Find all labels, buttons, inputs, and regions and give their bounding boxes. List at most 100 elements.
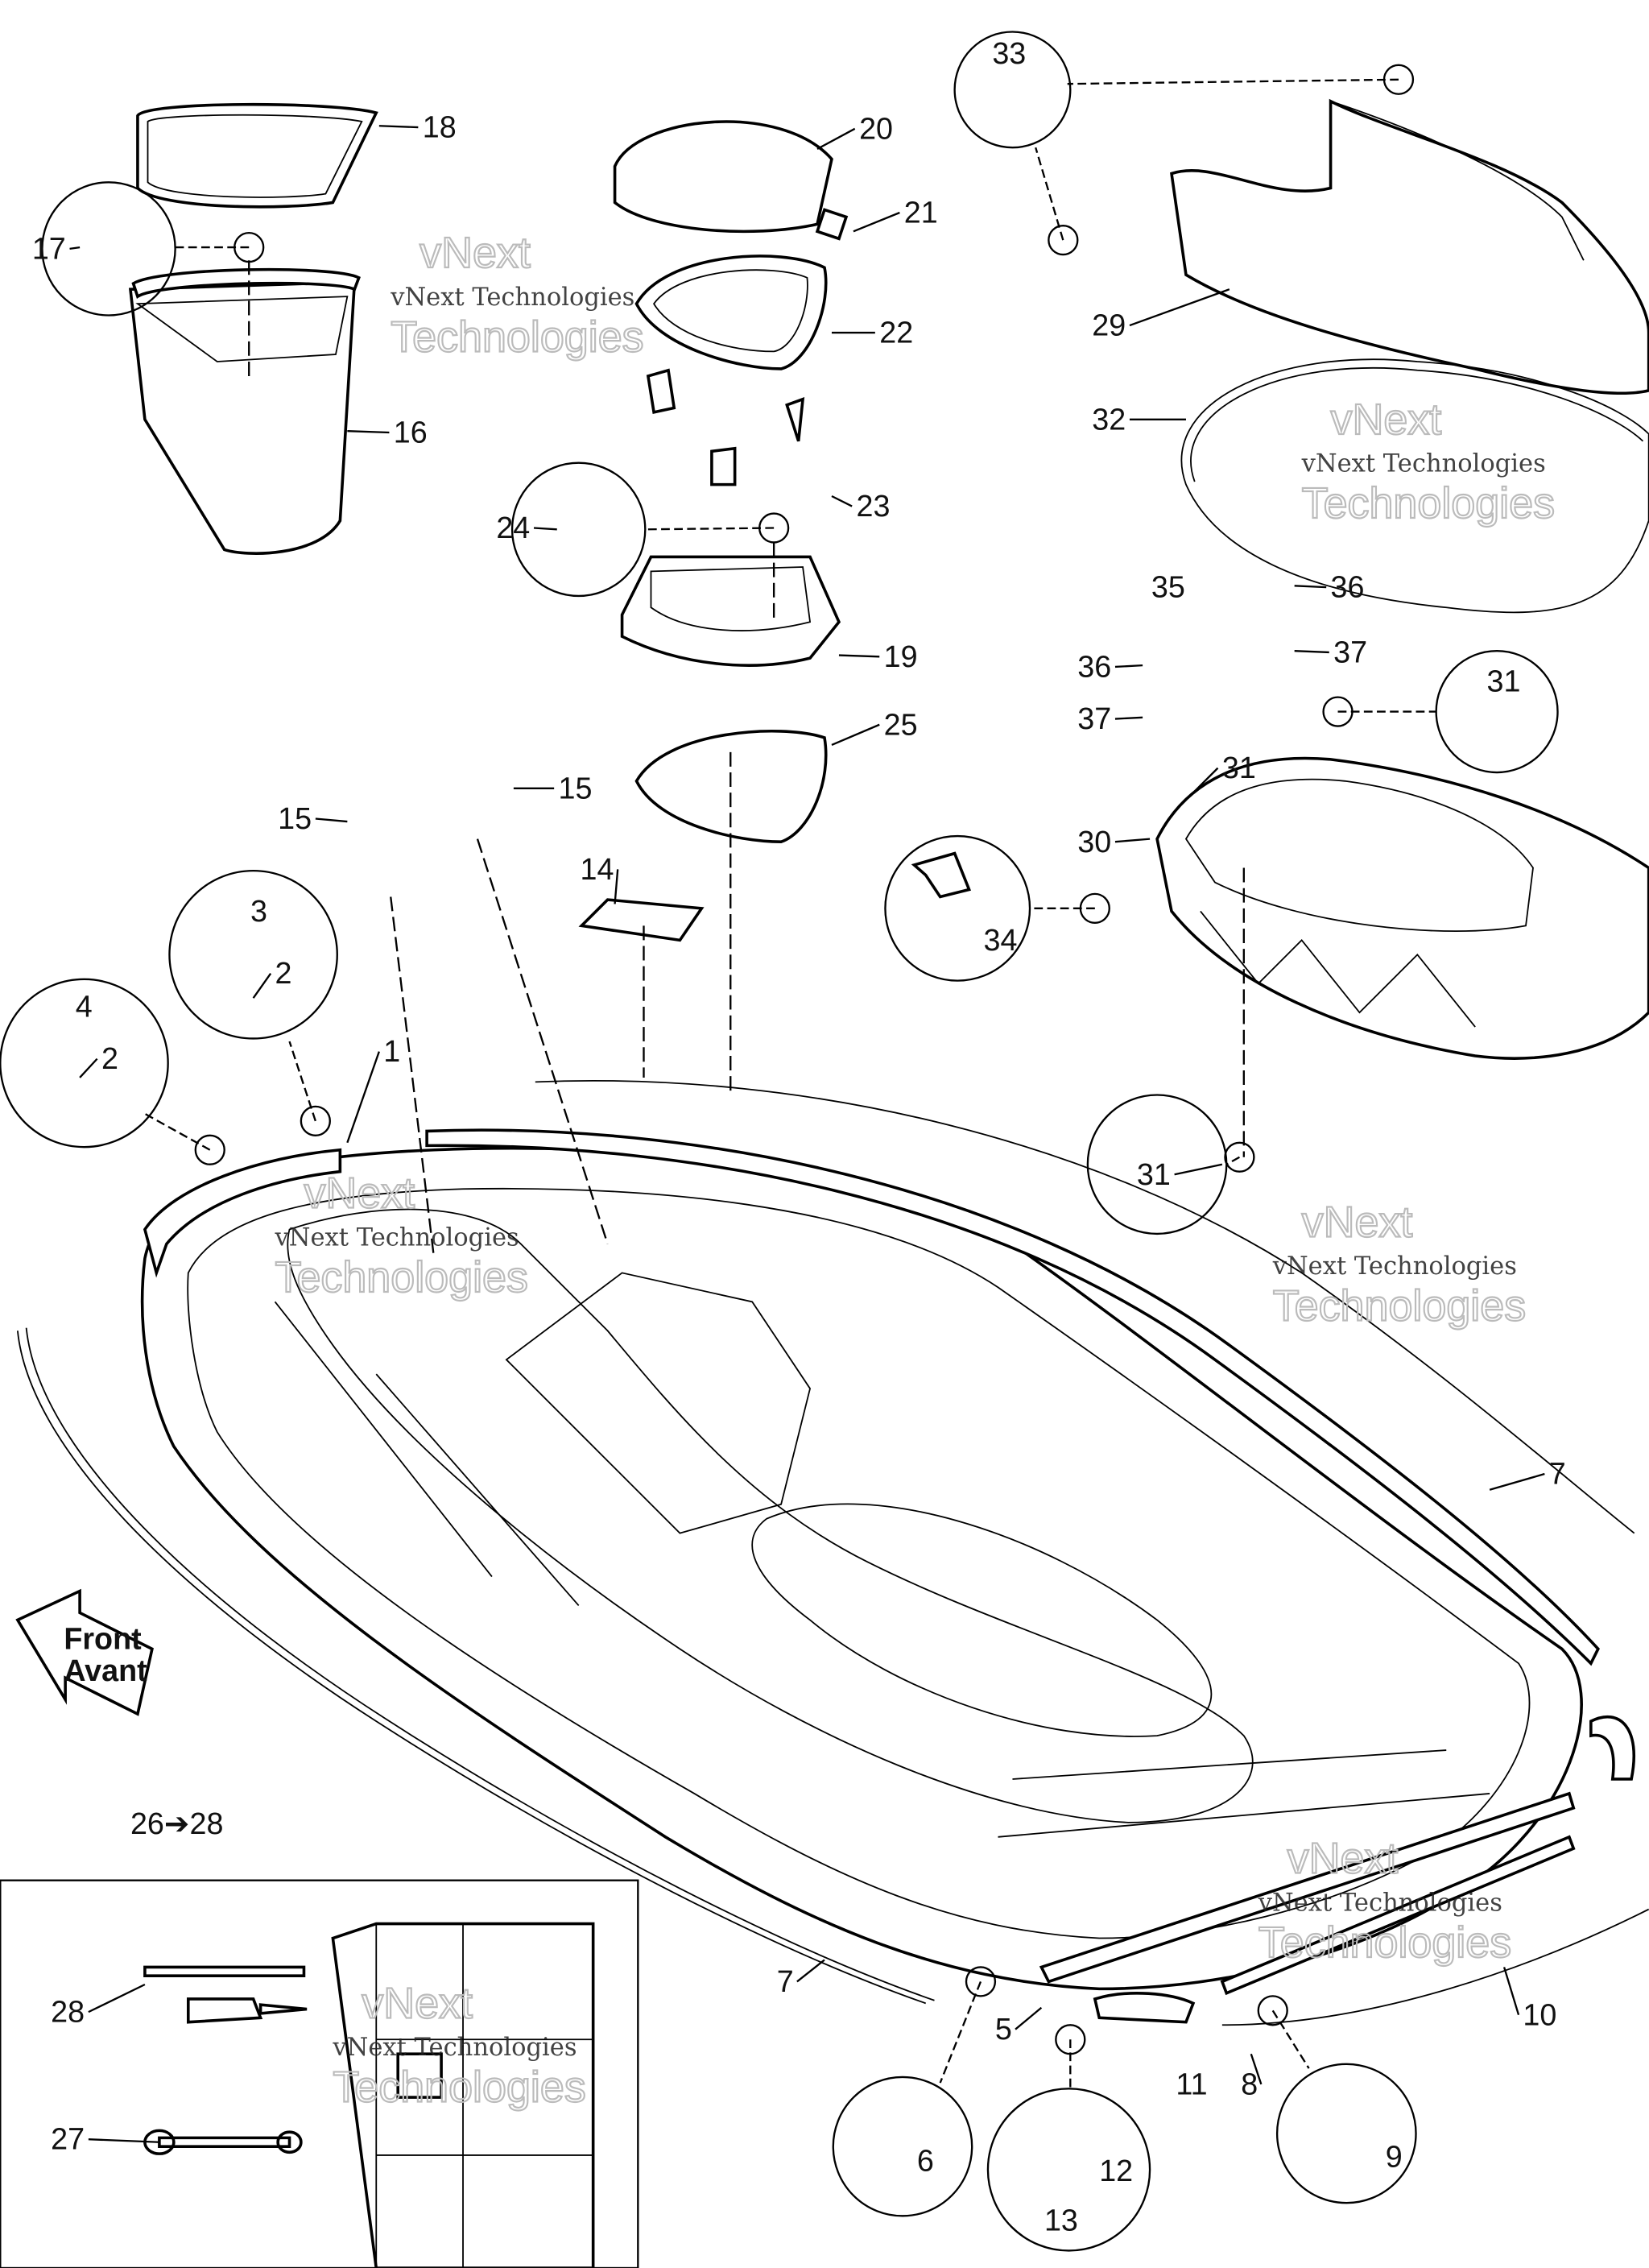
svg-text:vNext: vNext xyxy=(362,1979,473,2027)
callout-36: 36 xyxy=(1331,570,1365,604)
leader-line xyxy=(1035,147,1064,241)
leader-line xyxy=(1129,288,1230,327)
leader-line xyxy=(476,838,609,1244)
callout-36: 36 xyxy=(1077,649,1111,683)
callout-17: 17 xyxy=(32,231,66,265)
front-arrow: Front Avant xyxy=(15,1588,154,1716)
svg-text:vNext Technologies: vNext Technologies xyxy=(332,2034,577,2062)
leader-line xyxy=(831,495,853,507)
leader-line xyxy=(1294,649,1329,654)
target-circle xyxy=(194,1134,225,1165)
callout-14: 14 xyxy=(580,852,614,886)
detail-bubble xyxy=(884,834,1031,982)
leader-line xyxy=(1502,1967,1520,2016)
leader-line xyxy=(1250,2053,1263,2085)
callout-21: 21 xyxy=(904,196,938,230)
callout-31: 31 xyxy=(1487,664,1521,697)
leader-line xyxy=(614,869,619,904)
callout-20: 20 xyxy=(859,111,893,145)
leader-line xyxy=(853,211,900,233)
svg-text:vNext Technologies: vNext Technologies xyxy=(1258,1889,1502,1917)
callout-10: 10 xyxy=(1523,1997,1556,2031)
callout-9: 9 xyxy=(1386,2139,1403,2173)
callout-7: 7 xyxy=(777,1964,794,1998)
leader-line xyxy=(79,1057,98,1078)
leader-line xyxy=(1174,1163,1223,1176)
svg-text:vNext: vNext xyxy=(304,1169,415,1218)
leader-line xyxy=(346,1051,380,1144)
leader-line xyxy=(1225,1156,1240,1165)
detail-bubble xyxy=(0,978,169,1148)
svg-text:vNext Technologies: vNext Technologies xyxy=(390,284,634,312)
hull-body xyxy=(16,1079,1649,2026)
callout-12: 12 xyxy=(1099,2154,1133,2187)
leader-line xyxy=(533,527,557,531)
target-circle xyxy=(1224,1141,1255,1173)
leader-line xyxy=(378,125,419,129)
leader-line xyxy=(88,2138,159,2143)
svg-text:Technologies: Technologies xyxy=(333,2063,585,2111)
callout-33: 33 xyxy=(992,36,1026,70)
callout-7: 7 xyxy=(1549,1457,1566,1491)
callout-31: 31 xyxy=(1222,751,1256,784)
callout-13: 13 xyxy=(1044,2203,1078,2237)
svg-text:Technologies: Technologies xyxy=(391,312,643,361)
svg-text:Technologies: Technologies xyxy=(275,1253,528,1302)
svg-text:Technologies: Technologies xyxy=(1302,479,1555,528)
svg-text:Technologies: Technologies xyxy=(1258,1918,1511,1967)
leader-line xyxy=(315,817,348,823)
callout-2: 2 xyxy=(101,1041,118,1075)
callout-25: 25 xyxy=(884,707,918,741)
leader-line xyxy=(252,972,272,999)
leader-line xyxy=(1114,716,1143,720)
leader-line xyxy=(1114,838,1151,843)
callout-31: 31 xyxy=(1137,1157,1171,1191)
detail-bubble xyxy=(953,31,1072,149)
detail-bubbles xyxy=(0,31,1559,2252)
glove-box-parts xyxy=(578,120,849,942)
callout-6: 6 xyxy=(917,2144,934,2178)
leader-line xyxy=(69,246,81,250)
callout-30: 30 xyxy=(1077,825,1111,859)
detail-bubble xyxy=(510,461,647,598)
detail-bubble xyxy=(986,2088,1151,2252)
target-circle xyxy=(965,1966,997,1997)
leader-line xyxy=(1294,585,1327,589)
leader-line xyxy=(347,430,390,434)
callout-35: 35 xyxy=(1151,570,1185,604)
callout-29: 29 xyxy=(1092,308,1126,342)
leader-line xyxy=(1489,1472,1545,1491)
svg-text:vNext Technologies: vNext Technologies xyxy=(1272,1252,1517,1281)
callout-5: 5 xyxy=(995,2012,1012,2046)
svg-text:vNext Technologies: vNext Technologies xyxy=(1301,449,1546,478)
target-circle xyxy=(300,1105,331,1136)
leader-line xyxy=(1067,78,1399,85)
leader-line xyxy=(838,654,880,658)
leader-line xyxy=(645,527,775,531)
leader-line xyxy=(796,1959,825,1983)
storage-bin-16 xyxy=(128,102,378,555)
detail-bubble xyxy=(41,181,176,317)
tool-kit-box xyxy=(0,1879,639,2268)
callout-15: 15 xyxy=(559,771,593,805)
callout-1: 1 xyxy=(383,1034,400,1068)
callout-34: 34 xyxy=(984,923,1018,957)
callout-27: 27 xyxy=(51,2122,85,2156)
callout-8: 8 xyxy=(1241,2067,1258,2100)
cover-29 xyxy=(1170,98,1649,614)
callout-23: 23 xyxy=(857,489,891,523)
callout-32: 32 xyxy=(1092,402,1126,436)
callout-19: 19 xyxy=(884,639,918,673)
detail-bubble xyxy=(832,2076,973,2217)
target-circle xyxy=(1048,224,1079,256)
svg-text:vNext: vNext xyxy=(1287,1835,1399,1883)
svg-text:vNext: vNext xyxy=(1331,395,1442,444)
callout-24: 24 xyxy=(496,511,530,544)
